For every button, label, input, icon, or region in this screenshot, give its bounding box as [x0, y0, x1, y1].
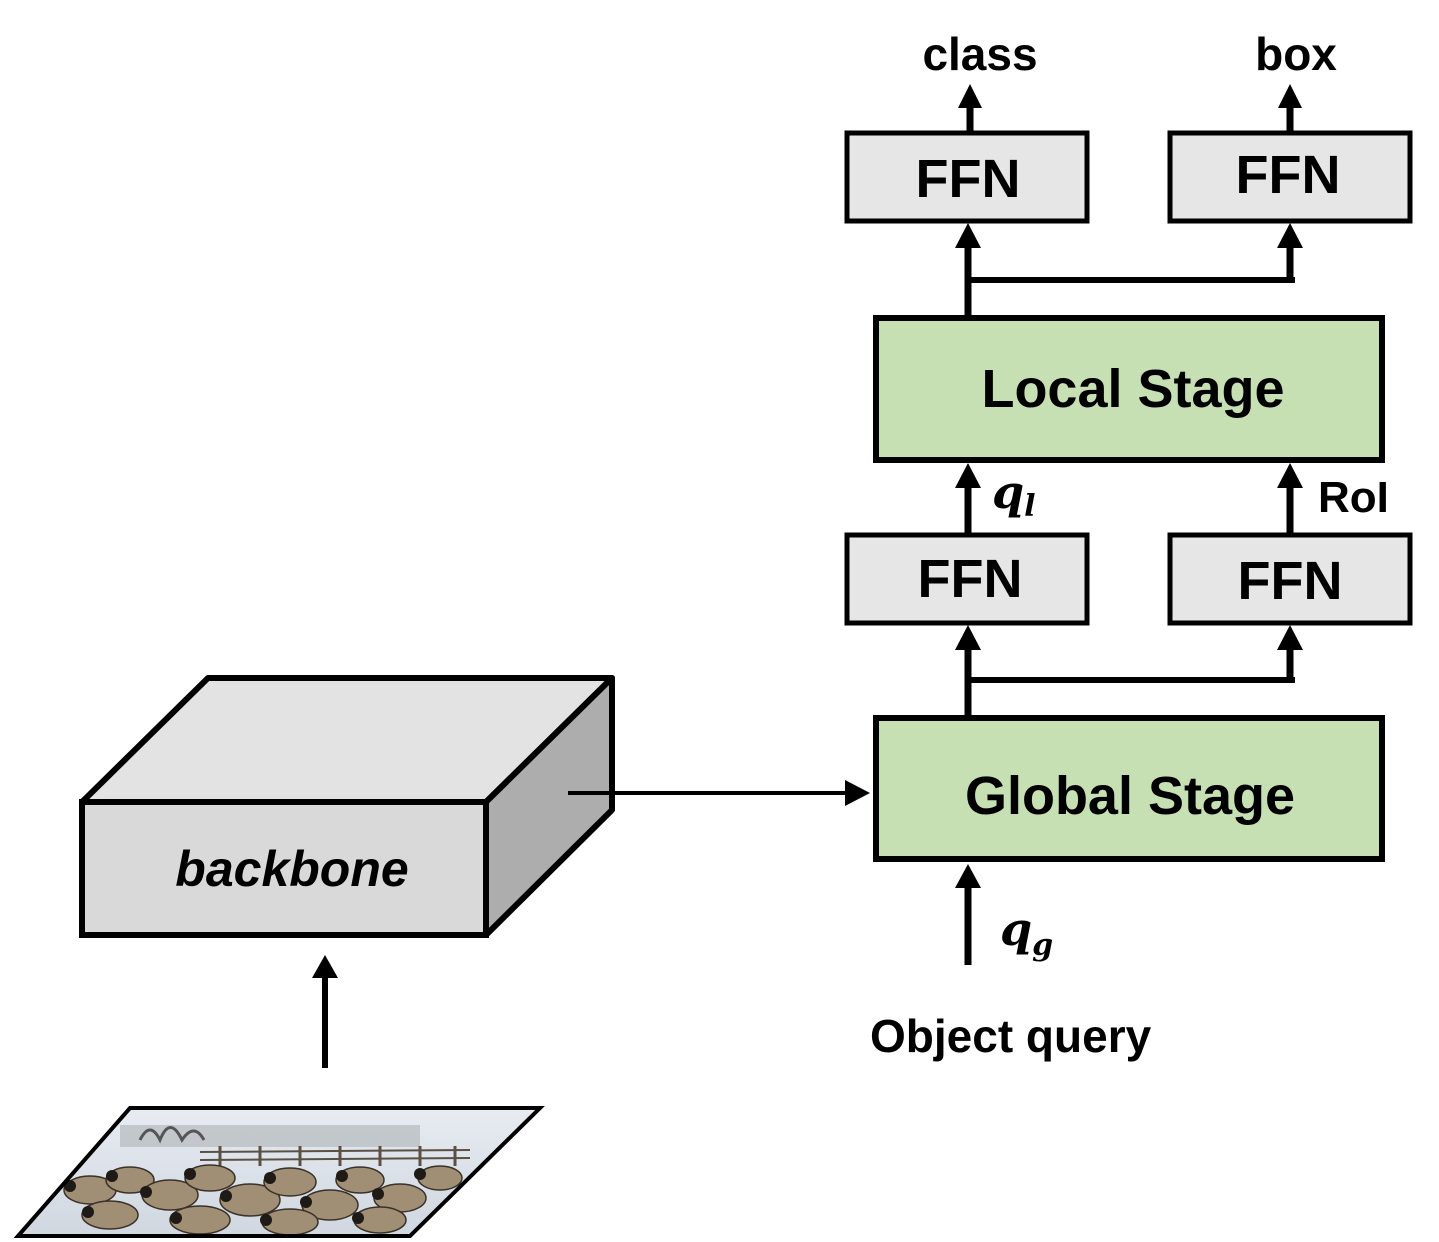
output-class-label: class	[922, 28, 1037, 80]
output-box-label: box	[1255, 28, 1337, 80]
q-local-label: ql	[992, 465, 1036, 524]
ffn-block-class: FFN	[844, 130, 1090, 224]
ffn-label: FFN	[916, 149, 1021, 209]
ffn-block-roi: FFN	[1167, 532, 1413, 626]
q-global-label: qg	[1000, 902, 1053, 963]
connector-local-to-ffns	[955, 223, 1303, 318]
arrow-image-to-backbone	[312, 955, 338, 1068]
local-stage-block: Local Stage	[873, 315, 1385, 463]
global-stage-label: Global Stage	[965, 766, 1295, 826]
ffn-label: FFN	[1238, 551, 1343, 611]
roi-label: RoI	[1318, 473, 1389, 522]
local-stage-label: Local Stage	[981, 359, 1284, 419]
connector-global-to-ffns	[955, 625, 1303, 718]
arrow-ffn-to-local-roi	[1277, 463, 1303, 535]
arrow-ffn-to-box	[1278, 84, 1302, 133]
backbone-label: backbone	[175, 841, 408, 897]
ffn-block-box: FFN	[1167, 130, 1413, 224]
arrow-ffn-to-local-q	[955, 463, 981, 535]
arrow-backbone-to-global	[568, 780, 870, 806]
object-query-label: Object query	[870, 1010, 1152, 1062]
arrow-query-to-global	[955, 864, 981, 965]
ffn-block-query: FFN	[844, 532, 1090, 626]
input-image	[13, 1106, 545, 1238]
global-stage-block: Global Stage	[873, 715, 1385, 862]
ffn-label: FFN	[918, 549, 1023, 609]
backbone-block: backbone	[79, 675, 615, 938]
arrow-ffn-to-class	[958, 84, 982, 133]
ffn-label: FFN	[1236, 145, 1341, 205]
